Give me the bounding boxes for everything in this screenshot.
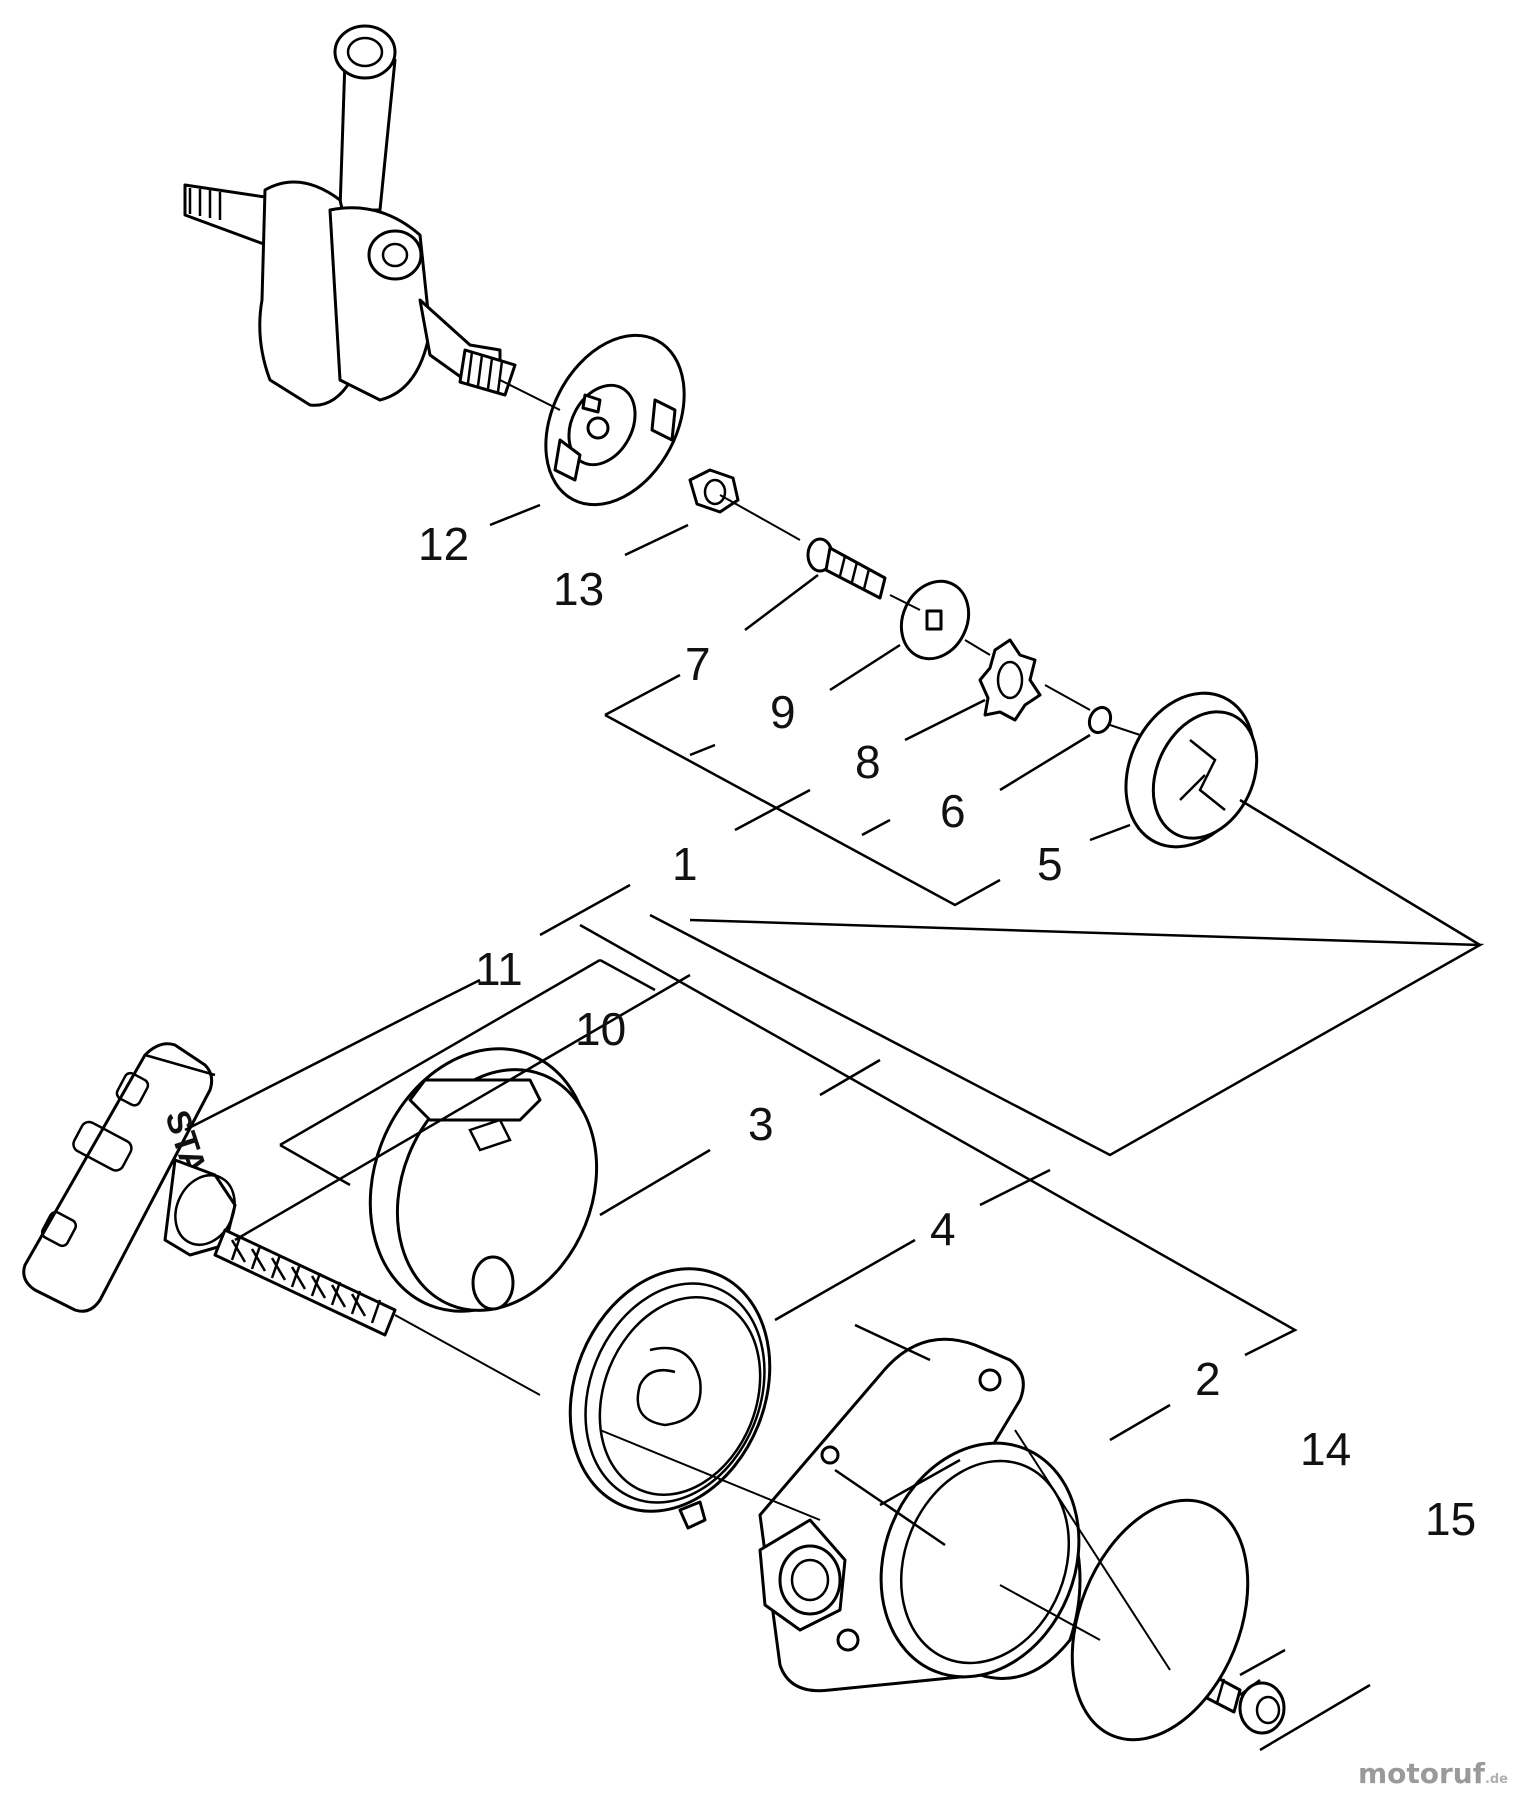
callout-9: 9 bbox=[770, 686, 796, 738]
callout-5: 5 bbox=[1037, 838, 1063, 890]
nut-13 bbox=[688, 468, 740, 514]
callout-1: 1 bbox=[672, 838, 698, 890]
callout-10: 10 bbox=[575, 1003, 626, 1055]
callout-15: 15 bbox=[1425, 1493, 1476, 1545]
drum-5 bbox=[1124, 691, 1259, 849]
callout-3: 3 bbox=[748, 1098, 774, 1150]
spring-4 bbox=[568, 1267, 772, 1530]
rope-10 bbox=[213, 1228, 397, 1337]
callout-2: 2 bbox=[1195, 1353, 1221, 1405]
start-knob-11: START bbox=[22, 1042, 237, 1313]
callout-6: 6 bbox=[940, 785, 966, 837]
label-disc-15 bbox=[1070, 1498, 1250, 1742]
crankshaft bbox=[183, 24, 517, 407]
starter-housing-2 bbox=[758, 1337, 1082, 1693]
callout-8: 8 bbox=[855, 736, 881, 788]
callout-4: 4 bbox=[930, 1203, 956, 1255]
screw-7 bbox=[806, 537, 887, 600]
callout-14: 14 bbox=[1300, 1423, 1351, 1475]
drive-plate-12 bbox=[544, 333, 686, 507]
rope-pulley-3 bbox=[368, 1047, 599, 1313]
callout-7: 7 bbox=[685, 638, 711, 690]
callout-11: 11 bbox=[475, 943, 523, 995]
callout-13: 13 bbox=[553, 563, 604, 615]
washer-9 bbox=[899, 579, 971, 661]
star-washer-8 bbox=[978, 638, 1042, 722]
ring-6 bbox=[1087, 705, 1113, 735]
leader-lines bbox=[184, 503, 1485, 1752]
watermark-tld: .de bbox=[1484, 1772, 1508, 1787]
watermark-main: motoruf bbox=[1357, 1757, 1485, 1790]
watermark: motoruf.de bbox=[1358, 1757, 1508, 1790]
callout-12: 12 bbox=[418, 518, 469, 570]
callout-labels: 12 13 7 9 8 6 5 1 11 10 3 4 2 14 15 bbox=[418, 518, 1476, 1545]
